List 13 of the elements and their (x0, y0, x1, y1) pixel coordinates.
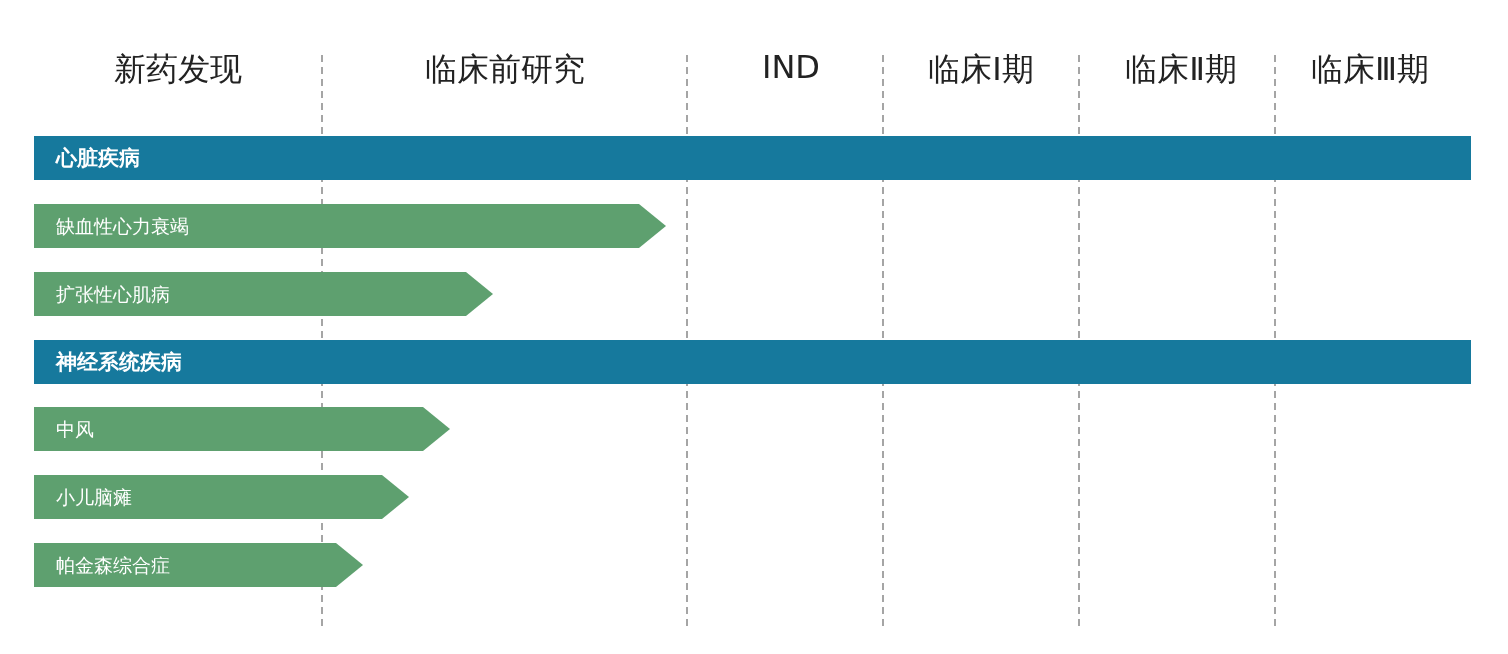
stage-progress-bar: 中风 (34, 407, 450, 451)
column-header: 临床Ⅲ期 (1310, 49, 1430, 90)
stage-progress-bar: 缺血性心力衰竭 (34, 204, 666, 248)
column-header: IND (762, 48, 820, 86)
column-header: 临床前研究 (425, 49, 585, 90)
stage-progress-bar: 小儿脑瘫 (34, 475, 409, 519)
column-header: 临床Ⅰ期 (928, 49, 1034, 90)
stage-progress-bar: 帕金森综合症 (34, 543, 363, 587)
category-band: 心脏疾病 (34, 136, 1471, 180)
category-band: 神经系统疾病 (34, 340, 1471, 384)
column-header: 临床Ⅱ期 (1125, 49, 1237, 90)
stage-progress-bar: 扩张性心肌病 (34, 272, 493, 316)
column-header: 新药发现 (114, 49, 242, 90)
